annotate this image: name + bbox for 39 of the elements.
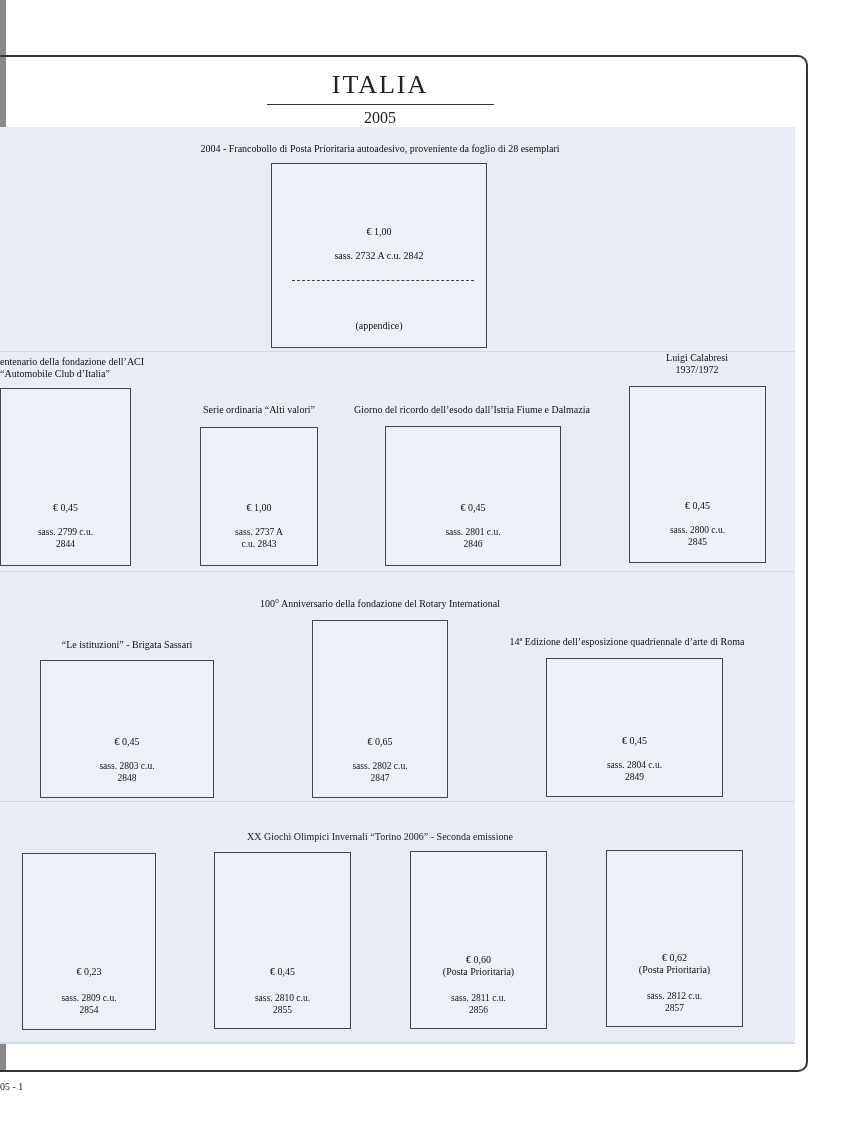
face-value: € 1,00 bbox=[365, 226, 393, 238]
series-heading: XX Giochi Olimpici Invernali “Torino 2006” - Seconda emissione bbox=[246, 830, 514, 843]
page-title: ITALIA bbox=[330, 70, 430, 100]
stamp-title: Serie ordinaria “Alti valori” bbox=[202, 404, 316, 416]
catalogue-numbers: sass. 2810 c.u. 2855 bbox=[253, 992, 312, 1016]
stamp-title: entenario della fondazione dell’ACI “Automobile Club d’Italia” bbox=[0, 356, 146, 380]
note: sass. 2732 A c.u. 2842 bbox=[333, 250, 425, 262]
catalogue-numbers: sass. 2800 c.u. 2845 bbox=[668, 524, 727, 548]
catalogue-numbers: sass. 2737 A c.u. 2843 bbox=[234, 526, 284, 550]
year-label: 2005 bbox=[363, 108, 397, 127]
catalogue-numbers: sass. 2802 c.u. 2847 bbox=[351, 760, 409, 784]
face-value: € 0,45 bbox=[113, 736, 141, 748]
stamp-title: Luigi Calabresi 1937/1972 bbox=[665, 352, 729, 376]
catalogue-numbers: sass. 2799 c.u. 2844 bbox=[36, 526, 95, 550]
catalogue-numbers: sass. 2812 c.u. 2857 bbox=[645, 990, 704, 1014]
face-value: € 0,62 bbox=[661, 952, 688, 964]
face-value: € 0,45 bbox=[621, 735, 648, 747]
face-value: € 0,65 bbox=[366, 736, 394, 748]
catalogue-numbers: sass. 2801 c.u. 2846 bbox=[444, 526, 502, 550]
page-number: 05 - 1 bbox=[0, 1080, 25, 1093]
stamp-title: “Le istituzioni” - Brigata Sassari bbox=[60, 639, 194, 651]
face-value: € 1,00 bbox=[245, 502, 273, 514]
catalogue-numbers: sass. 2804 c.u. 2849 bbox=[605, 759, 664, 783]
face-value: € 0,45 bbox=[684, 500, 711, 512]
face-value: € 0,45 bbox=[459, 502, 487, 514]
catalogue-numbers: sass. 2809 c.u. 2854 bbox=[60, 992, 118, 1016]
catalogue-numbers: sass. 2811 c.u. 2856 bbox=[450, 992, 507, 1016]
note: (Posta Prioritaria) bbox=[441, 966, 516, 978]
stamp-title: 14ª Edizione dell’esposizione quadriennale d’arte di Roma bbox=[508, 636, 746, 648]
face-value: € 0,45 bbox=[269, 966, 296, 978]
note: (appendice) bbox=[354, 320, 404, 332]
stamp-title: Giorno del ricordo dell’esodo dall’Istria Fiume e Dalmazia bbox=[353, 404, 591, 416]
note: (Posta Prioritaria) bbox=[637, 964, 712, 976]
face-value: € 0,45 bbox=[52, 502, 79, 514]
catalogue-numbers: sass. 2803 c.u. 2848 bbox=[98, 760, 156, 784]
face-value: € 0,23 bbox=[75, 966, 103, 978]
stamp-title: 100° Anniversario della fondazione del Rotary International bbox=[258, 598, 501, 610]
face-value: € 0,60 bbox=[465, 954, 492, 966]
stamp-title: 2004 - Francobollo di Posta Prioritaria autoadesivo, proveniente da foglio di 28 esemplari bbox=[199, 143, 561, 155]
